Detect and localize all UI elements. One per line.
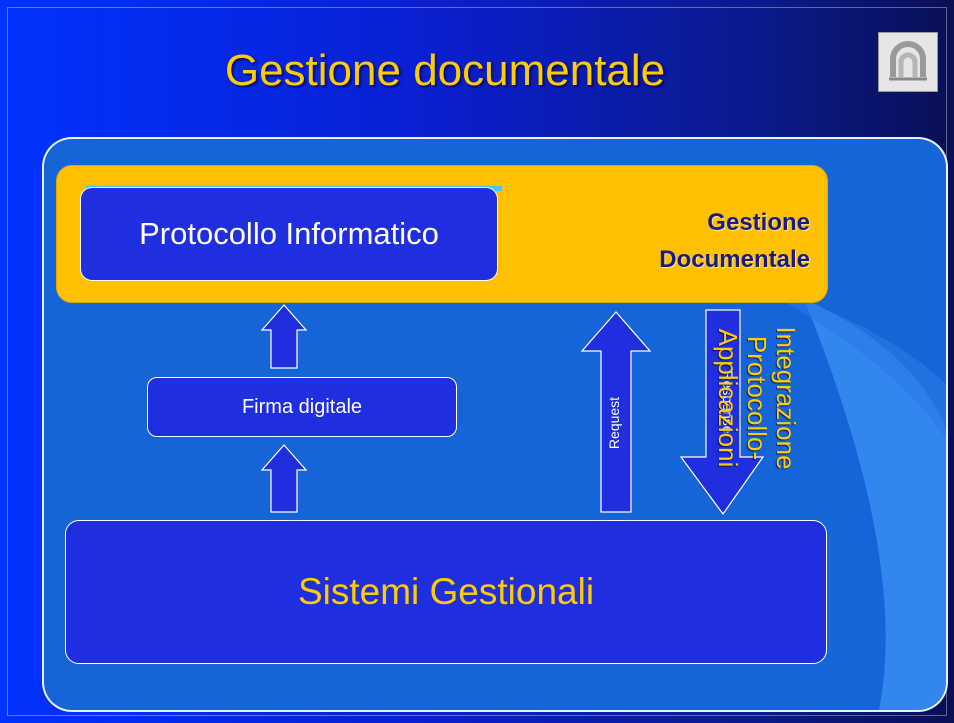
slide-title: Gestione documentale — [224, 46, 666, 95]
decorative-curve — [744, 279, 946, 710]
gestione-label-line1: Gestione — [707, 209, 810, 236]
request-label: Request — [606, 396, 622, 450]
response-arrow — [679, 309, 765, 516]
request-arrow — [580, 311, 652, 513]
sistemi-gestionali-box: Sistemi Gestionali — [65, 520, 827, 664]
institution-logo — [878, 32, 938, 92]
sistemi-label: Sistemi Gestionali — [297, 571, 595, 612]
integrazione-line2: Protocollo-Applicazioni — [713, 328, 772, 468]
gestione-documentale-label: Gestione Documentale — [598, 204, 810, 278]
protocollo-informatico-box: Protocollo Informatico — [80, 187, 498, 281]
arrow-up-firma-to-protocollo — [260, 304, 308, 369]
arrow-up-sistemi-to-firma — [260, 444, 308, 513]
protocollo-label: Protocollo Informatico — [139, 216, 439, 251]
firma-label: Firma digitale — [241, 395, 363, 418]
integrazione-line1: Integrazione — [771, 326, 801, 470]
integrazione-label: Integrazione Protocollo-Applicazioni — [713, 298, 801, 498]
gestione-label-line2: Documentale — [659, 246, 810, 273]
firma-digitale-box: Firma digitale — [147, 377, 457, 437]
cnr-logo-icon — [889, 41, 927, 81]
